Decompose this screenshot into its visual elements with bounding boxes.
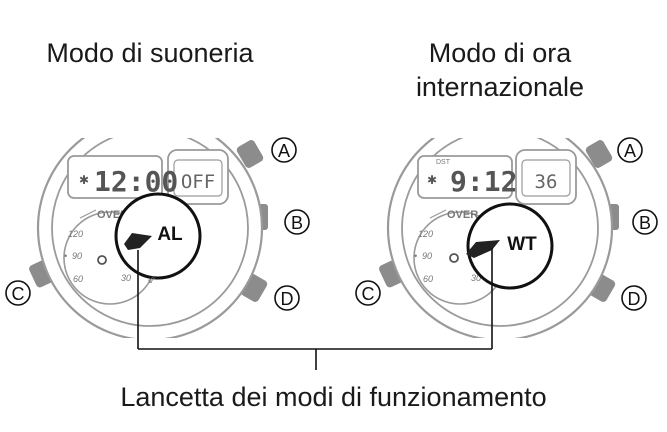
- right-label-d-circle: [621, 285, 647, 311]
- left-sub-inner: [173, 159, 223, 197]
- left-bezel-inner: [51, 138, 249, 327]
- left-label-d: D: [281, 289, 294, 309]
- right-label-b-circle: [632, 209, 658, 235]
- right-dst-label: DST: [436, 159, 451, 166]
- right-button-a[interactable]: [584, 139, 613, 170]
- right-hand-pivot: [449, 253, 459, 263]
- left-label-a: A: [278, 141, 290, 161]
- left-dial-30: 30: [121, 273, 131, 283]
- left-watch: ✱ 12:00 OFF OVER 120 • 90 60 30 AL ⇙: [29, 138, 268, 338]
- left-label-a-circle: [271, 137, 297, 163]
- right-dial-120: 120: [418, 229, 433, 239]
- right-title-line2: internazionale: [415, 72, 585, 102]
- left-label-b: B: [291, 213, 303, 233]
- left-hand-label: AL: [157, 224, 183, 245]
- right-label-c-circle: [355, 280, 381, 306]
- left-button-a[interactable]: [235, 139, 264, 170]
- button-labels: A B D C A B D C: [5, 137, 658, 311]
- left-label-b-circle: [284, 209, 310, 235]
- right-bezel-inner: [401, 138, 599, 327]
- right-panel-title: Modo di ora internazionale: [375, 36, 625, 104]
- right-lcd-time: 9:12: [450, 165, 517, 198]
- right-dial-dot: •: [414, 251, 417, 261]
- left-title-text: Modo di suoneria: [46, 38, 254, 68]
- left-lcd-frame: [67, 155, 163, 199]
- left-label-c: C: [12, 284, 25, 304]
- caption: Lancetta dei modi di funzionamento: [0, 382, 667, 413]
- right-dial-tick: [429, 209, 447, 219]
- left-dial-dot: •: [64, 251, 67, 261]
- right-label-b: B: [639, 213, 651, 233]
- left-panel-title: Modo di suoneria: [20, 36, 280, 70]
- left-dial-60: 60: [73, 274, 83, 284]
- left-callout-circle: [114, 192, 202, 280]
- right-label-d: D: [628, 289, 641, 309]
- right-hand-label: WT: [507, 234, 537, 255]
- left-sub-frame: [167, 149, 229, 205]
- left-hand-pivot: [97, 255, 107, 265]
- left-label-d-circle: [274, 285, 300, 311]
- caption-text: Lancetta dei modi di funzionamento: [120, 382, 547, 412]
- left-lcd-time: 12:00: [94, 165, 178, 198]
- right-dial-over: OVER: [447, 209, 478, 221]
- right-lcd-sub: 36: [535, 171, 558, 193]
- right-lcd-frame: [417, 155, 513, 199]
- right-dial-90: 90: [422, 251, 432, 261]
- left-dial-120: 120: [68, 229, 83, 239]
- leader-lines: [137, 248, 493, 370]
- left-dial-tick: [79, 209, 97, 219]
- right-sub-inner: [521, 159, 571, 197]
- left-mode-hand: [124, 233, 152, 250]
- right-label-a: A: [624, 141, 636, 161]
- left-bluetooth-icon: ✱: [79, 173, 89, 187]
- right-mode-hand: [466, 240, 500, 258]
- right-bluetooth-icon: ✱: [427, 173, 437, 187]
- left-lcd-sub: OFF: [181, 171, 215, 193]
- left-dial-arrow-icon: ⇙: [147, 274, 156, 286]
- right-callout-circle: [466, 202, 554, 290]
- right-title-line1: Modo di ora: [428, 38, 572, 68]
- right-watch: DST ✱ 9:12 36 OVER 120 • 90 60 30 WT: [379, 138, 619, 338]
- right-label-c: C: [362, 284, 375, 304]
- right-dial-60: 60: [423, 274, 433, 284]
- left-label-c-circle: [5, 280, 31, 306]
- right-sub-frame: [515, 149, 577, 205]
- right-label-a-circle: [617, 137, 643, 163]
- right-dial-30: 30: [471, 273, 481, 283]
- left-dial-90: 90: [72, 251, 82, 261]
